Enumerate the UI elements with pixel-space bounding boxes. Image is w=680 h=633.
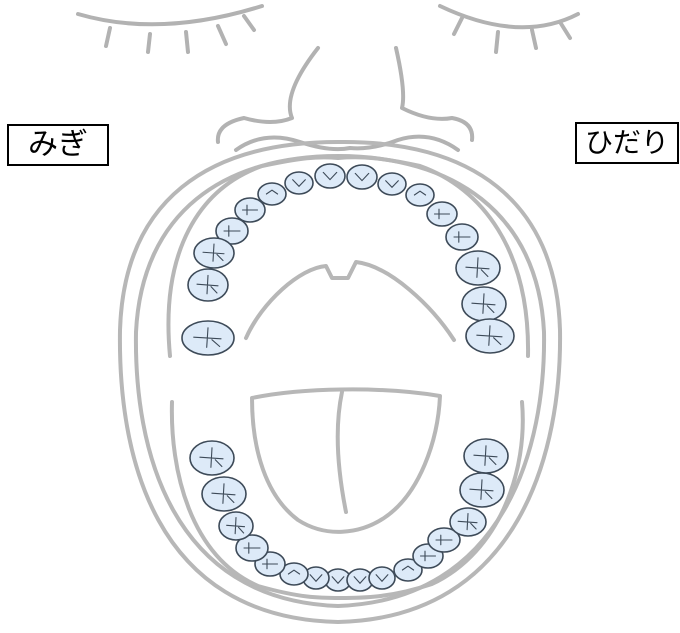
upper-tooth-10 [446,224,478,250]
upper-tooth-16 [466,319,514,353]
lower-tooth-11 [219,512,253,540]
upper-tooth-13 [188,269,228,301]
tongue-midline [338,392,346,512]
label-patient-right: みぎ [7,124,109,166]
upper-tooth-crown [378,173,406,195]
upper-tooth-crown [285,172,313,194]
upper-tooth-12 [456,251,500,285]
upper-tooth-crown [406,184,434,206]
lower-tooth-4 [369,567,395,589]
lower-tooth-12 [450,508,486,536]
lower-tooth-crown [369,567,395,589]
upper-tooth-15 [182,321,234,355]
palate-outline [246,262,454,340]
upper-tooth-5 [258,183,286,205]
lower-tooth-13 [202,477,246,511]
eye-right-lashes [78,6,262,52]
upper-tooth-11 [194,238,234,268]
upper-tooth-2 [347,165,377,189]
lower-tooth-16 [464,439,508,473]
eye-left-lashes [440,6,578,52]
upper-tooth-3 [285,172,313,194]
upper-tooth-crown [347,165,377,189]
label-patient-left: ひだり [575,122,679,164]
upper-tooth-1 [315,164,345,188]
lower-tooth-14 [460,473,504,507]
lower-tooth-15 [190,441,234,475]
upper-tooth-14 [462,287,506,321]
face-sketch [78,6,578,150]
upper-tooth-7 [235,198,265,222]
upper-tooth-6 [406,184,434,206]
upper-tooth-4 [378,173,406,195]
nose-outline [218,48,472,150]
mouth-outline [120,142,560,622]
upper-tooth-crown [258,183,286,205]
inner-lip-outline [136,156,544,606]
upper-tooth-8 [427,202,457,226]
upper-tooth-crown [315,164,345,188]
outer-lip-outline [120,142,560,622]
